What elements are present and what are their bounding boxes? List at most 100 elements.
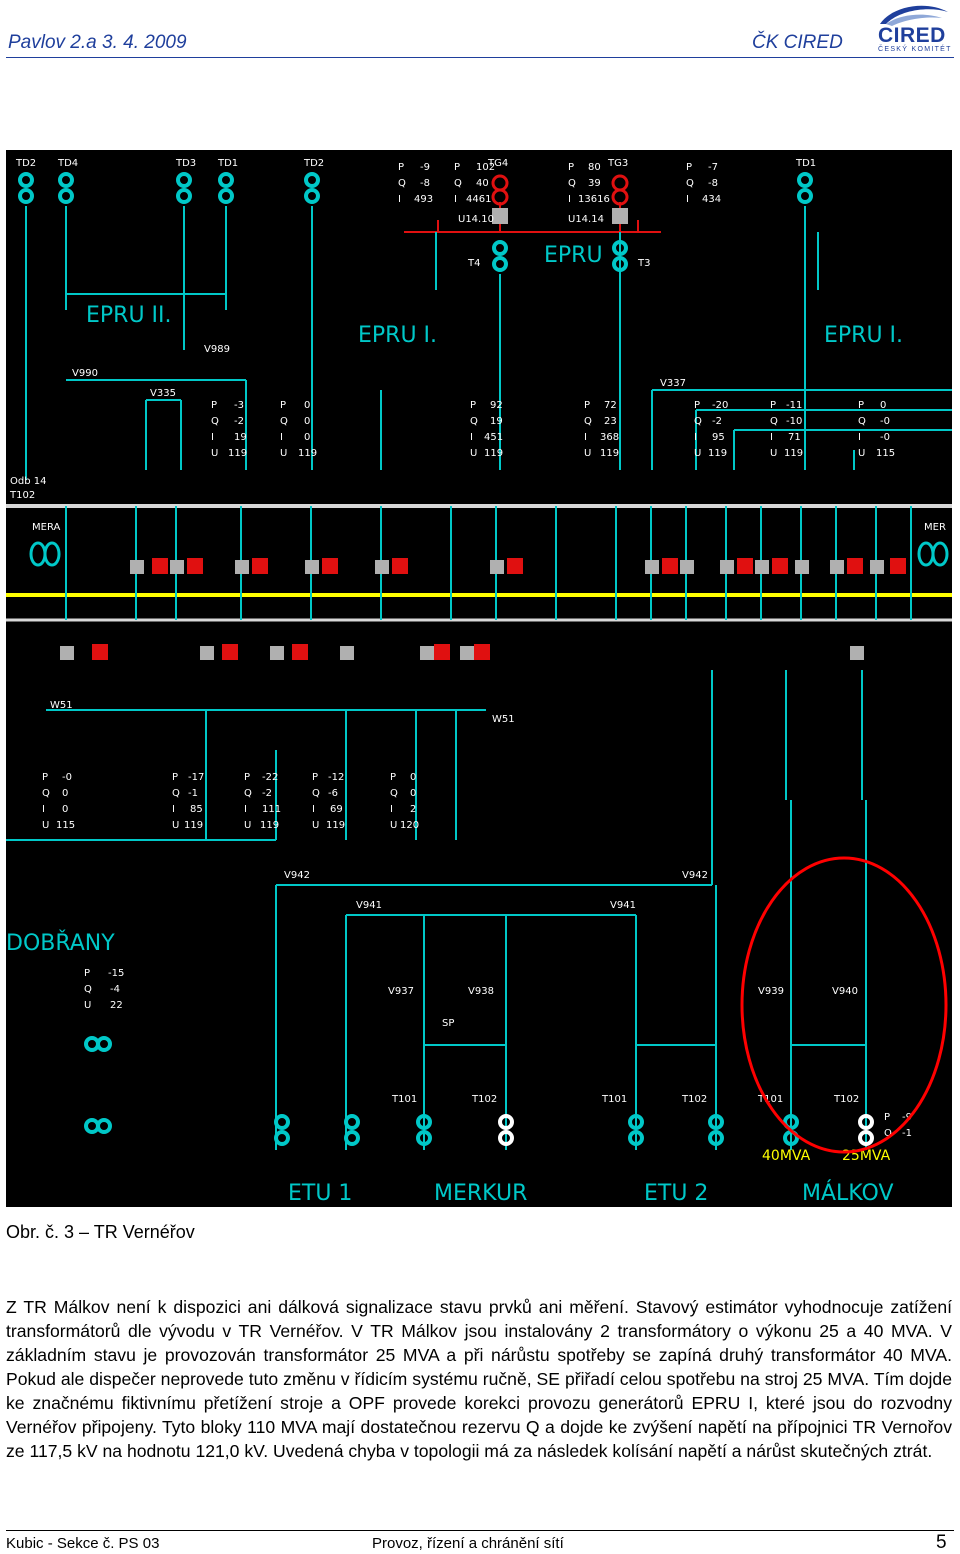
svg-text:P: P bbox=[398, 162, 404, 173]
svg-text:19: 19 bbox=[234, 432, 247, 443]
svg-text:T102: T102 bbox=[833, 1094, 859, 1105]
generator-bus-top bbox=[404, 202, 661, 233]
svg-text:19: 19 bbox=[490, 416, 503, 427]
svg-text:-1: -1 bbox=[188, 788, 198, 799]
cyan-wiring bbox=[25, 206, 952, 480]
svg-text:P: P bbox=[454, 162, 460, 173]
svg-text:0: 0 bbox=[304, 400, 310, 411]
header-rule bbox=[6, 57, 954, 58]
label-w51-right: W51 bbox=[492, 714, 515, 725]
red-status-tags bbox=[92, 558, 906, 660]
svg-text:U: U bbox=[770, 448, 777, 459]
svg-text:P: P bbox=[312, 772, 318, 783]
svg-text:-7: -7 bbox=[708, 162, 718, 173]
svg-text:2: 2 bbox=[410, 804, 416, 815]
line-labels: V990 V335 V989 V337 W51 W51 V942 V942 V9… bbox=[9, 344, 946, 997]
svg-text:119: 119 bbox=[184, 820, 203, 831]
generator-tg4-icon bbox=[491, 174, 509, 224]
svg-text:P: P bbox=[84, 968, 90, 979]
breaker-squares bbox=[60, 560, 884, 660]
svg-text:95: 95 bbox=[712, 432, 725, 443]
header-left-text: Pavlov 2.a 3. 4. 2009 bbox=[8, 32, 187, 53]
svg-text:Q: Q bbox=[884, 1128, 892, 1139]
label-td1-b: TD1 bbox=[795, 158, 816, 169]
svg-text:U: U bbox=[584, 448, 591, 459]
svg-text:P: P bbox=[568, 162, 574, 173]
svg-text:Q: Q bbox=[42, 788, 50, 799]
svg-text:U: U bbox=[42, 820, 49, 831]
mera-meter-icons bbox=[29, 541, 949, 567]
svg-text:I: I bbox=[244, 804, 247, 815]
svg-text:80: 80 bbox=[588, 162, 601, 173]
svg-text:0: 0 bbox=[410, 788, 416, 799]
svg-text:115: 115 bbox=[56, 820, 75, 831]
svg-text:P: P bbox=[858, 400, 864, 411]
label-v942-right: V942 bbox=[682, 870, 708, 881]
svg-text:Q: Q bbox=[398, 178, 406, 189]
svg-text:368: 368 bbox=[600, 432, 619, 443]
lower-wiring bbox=[6, 670, 867, 1150]
svg-text:0: 0 bbox=[304, 432, 310, 443]
svg-text:I: I bbox=[686, 194, 689, 205]
svg-text:Q: Q bbox=[390, 788, 398, 799]
svg-text:U: U bbox=[84, 1000, 91, 1011]
svg-text:119: 119 bbox=[326, 820, 345, 831]
white-transformer-icons bbox=[498, 1114, 874, 1146]
station-etu1: ETU 1 bbox=[288, 1181, 352, 1206]
svg-text:0: 0 bbox=[62, 804, 68, 815]
station-malkov: MÁLKOV bbox=[802, 1180, 894, 1206]
svg-text:-11: -11 bbox=[786, 400, 802, 411]
top-transformer-labels: TD2 TD4 TD3 TD1 TD2 TG4 TG3 TD1 T4 T3 bbox=[15, 158, 816, 269]
footer-left-text: Kubic - Sekce č. PS 03 bbox=[6, 1535, 160, 1552]
station-epru2: EPRU II. bbox=[86, 303, 172, 328]
svg-text:I: I bbox=[568, 194, 571, 205]
svg-text:T101: T101 bbox=[601, 1094, 627, 1105]
svg-text:P: P bbox=[42, 772, 48, 783]
svg-text:P: P bbox=[172, 772, 178, 783]
logo-subtitle: ČESKÝ KOMITÉT bbox=[878, 46, 952, 53]
header-right-text: ČK CIRED bbox=[752, 32, 843, 53]
svg-text:P: P bbox=[211, 400, 217, 411]
svg-text:P: P bbox=[694, 400, 700, 411]
svg-text:U: U bbox=[280, 448, 287, 459]
svg-text:Q: Q bbox=[280, 416, 288, 427]
cired-logo-icon bbox=[880, 5, 948, 26]
svg-text:Q: Q bbox=[694, 416, 702, 427]
label-mera-right: MER bbox=[924, 522, 946, 533]
svg-text:-9: -9 bbox=[902, 1112, 912, 1123]
svg-text:P: P bbox=[390, 772, 396, 783]
svg-text:T101: T101 bbox=[391, 1094, 417, 1105]
svg-text:-10: -10 bbox=[786, 416, 802, 427]
svg-text:U: U bbox=[172, 820, 179, 831]
label-td2-b: TD2 bbox=[303, 158, 324, 169]
label-tg3: TG3 bbox=[607, 158, 628, 169]
label-v990: V990 bbox=[72, 368, 98, 379]
svg-text:U: U bbox=[244, 820, 251, 831]
svg-text:U: U bbox=[470, 448, 477, 459]
svg-text:P: P bbox=[280, 400, 286, 411]
svg-text:451: 451 bbox=[484, 432, 503, 443]
svg-text:23: 23 bbox=[604, 416, 617, 427]
svg-text:-1: -1 bbox=[902, 1128, 912, 1139]
label-mera-left: MERA bbox=[32, 522, 60, 533]
svg-text:119: 119 bbox=[708, 448, 727, 459]
svg-text:119: 119 bbox=[784, 448, 803, 459]
svg-text:85: 85 bbox=[190, 804, 203, 815]
svg-text:0: 0 bbox=[410, 772, 416, 783]
svg-text:Q: Q bbox=[686, 178, 694, 189]
figure-caption: Obr. č. 3 – TR Vernéřov bbox=[6, 1222, 195, 1242]
footer-rule bbox=[6, 1530, 954, 1531]
label-t102-top: T102 bbox=[9, 490, 35, 501]
label-td4: TD4 bbox=[57, 158, 78, 169]
svg-text:Q: Q bbox=[84, 984, 92, 995]
svg-text:4461: 4461 bbox=[466, 194, 491, 205]
svg-text:I: I bbox=[398, 194, 401, 205]
svg-text:-3: -3 bbox=[234, 400, 244, 411]
svg-text:434: 434 bbox=[702, 194, 721, 205]
svg-text:I: I bbox=[858, 432, 861, 443]
svg-text:119: 119 bbox=[298, 448, 317, 459]
svg-text:-20: -20 bbox=[712, 400, 728, 411]
